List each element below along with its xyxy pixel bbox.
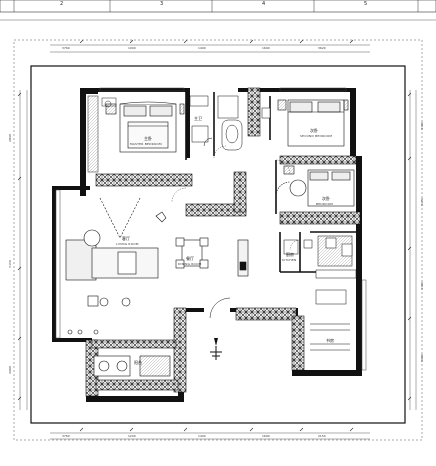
kitchen-sub: KITCHEN <box>282 258 297 262</box>
dim-top-2: 1000 <box>128 46 136 50</box>
dim-top-5: 3620 <box>318 46 326 50</box>
dim-bottom-4: 1690 <box>262 434 270 438</box>
dim-bottom-5: 2150 <box>318 434 326 438</box>
third-bed <box>275 165 355 207</box>
kitchen-label: 厨房 <box>286 252 294 257</box>
dim-left-3: 2600 <box>7 366 12 374</box>
windows <box>55 87 367 371</box>
dim-left-1: 2840 <box>7 134 12 142</box>
header-col-2: 2 <box>60 1 64 7</box>
title-strip <box>0 0 436 21</box>
balcony-label: 阳台 <box>134 360 142 365</box>
tiled-walls <box>85 87 361 397</box>
dim-right-1: 3190 <box>419 122 424 130</box>
living-room-sub: LIVING ROOM <box>116 242 139 246</box>
dimension-lines <box>19 44 417 440</box>
dim-right-2: 3170 <box>419 198 424 206</box>
study-desk <box>310 289 350 351</box>
entrance <box>209 297 231 360</box>
second-bedroom-sub: SECOND BEDROOM <box>300 134 333 138</box>
master-bed <box>105 101 185 153</box>
third-bedroom-sub: BEDROOM <box>316 202 334 206</box>
study-label: 书房 <box>326 338 334 343</box>
living-furniture <box>65 197 167 335</box>
dim-bottom-3: 1400 <box>198 434 206 438</box>
door-swings <box>171 145 301 251</box>
master-closet <box>87 95 117 173</box>
third-bedroom-label: 次卧 <box>322 196 330 201</box>
second-bed <box>277 99 349 147</box>
bathroom-fixtures <box>189 95 271 151</box>
dim-top-4: 1690 <box>262 46 270 50</box>
dim-left-2: 5150 <box>7 260 12 268</box>
dining-room-sub: DINING ROOM <box>178 262 202 266</box>
header-col-3: 3 <box>160 1 164 7</box>
outer-dashed-frame <box>13 39 423 441</box>
inner-border-frame <box>30 65 406 424</box>
living-room-label: 客厅 <box>122 236 130 241</box>
dim-right-3: 1190 <box>419 282 424 290</box>
dining-set <box>175 237 249 277</box>
master-bedroom-sub: MASTER BEDROOM <box>130 142 162 146</box>
dining-room-label: 餐厅 <box>186 256 194 261</box>
header-col-4: 4 <box>262 1 266 7</box>
dimension-ticks <box>17 39 412 432</box>
second-bedroom-label: 次卧 <box>310 128 318 133</box>
balcony-fixtures <box>93 355 171 377</box>
dim-bottom-2: 1200 <box>128 434 136 438</box>
dim-top-3: 1400 <box>198 46 206 50</box>
dim-top-1: 3760 <box>62 46 70 50</box>
bath-label: 主卫 <box>194 116 202 121</box>
dim-bottom-1: 3760 <box>62 434 70 438</box>
dim-right-4: 5000 <box>419 354 424 362</box>
kitchen-fixtures <box>283 235 357 279</box>
header-col-5: 5 <box>364 1 368 7</box>
master-bedroom-label: 主卧 <box>144 136 152 141</box>
